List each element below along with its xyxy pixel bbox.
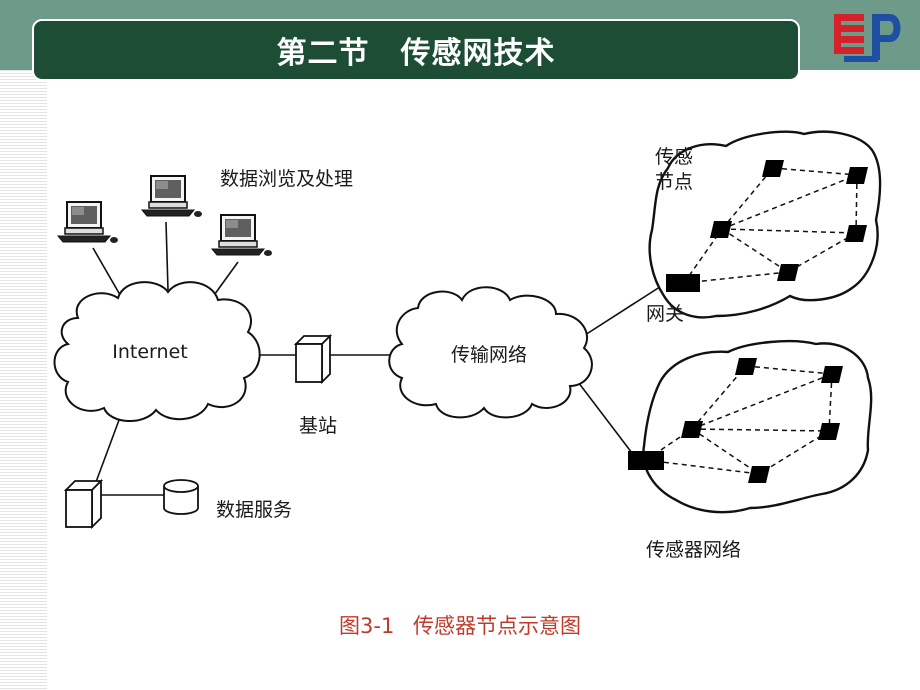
database-icon	[163, 479, 199, 515]
transport-network-cloud	[388, 286, 593, 419]
figure-number: 图3-1	[339, 614, 395, 638]
label-base-station: 基站	[299, 415, 337, 437]
sensor-field-upper	[648, 130, 882, 319]
internet-cloud	[53, 281, 261, 423]
sensor-field-lower	[642, 339, 873, 514]
sensor-nodes-lower	[681, 358, 843, 483]
server-icon	[63, 478, 104, 530]
label-sensor-network: 传感器网络	[646, 539, 741, 561]
label-data-browse: 数据浏览及处理	[220, 168, 353, 190]
sensor-node	[748, 466, 770, 483]
label-sensor-node-line1: 传感	[655, 146, 693, 168]
computer-icon	[57, 201, 119, 244]
slide-title: 第二节 传感网技术	[276, 36, 556, 71]
sensor-node	[777, 264, 799, 281]
label-sensor-node-line2: 节点	[655, 171, 693, 193]
sensor-node	[681, 421, 703, 438]
label-internet: Internet	[112, 341, 187, 363]
computer-icon	[211, 214, 273, 257]
gateway-node-lower	[628, 451, 664, 470]
sensor-node	[735, 358, 757, 375]
sensor-node	[710, 221, 732, 238]
left-stripe-decoration	[0, 70, 47, 690]
computer-icon	[141, 175, 203, 218]
label-gateway: 网关	[646, 303, 684, 325]
figure-caption: 图3-1 传感器节点示意图	[0, 610, 920, 640]
label-data-service: 数据服务	[216, 499, 292, 521]
publisher-logo-icon	[834, 14, 901, 62]
sensor-node	[818, 423, 840, 440]
label-transport-network: 传输网络	[451, 344, 527, 366]
gateway-node-upper	[666, 274, 700, 292]
sensor-node	[846, 167, 868, 184]
figure-caption-text: 传感器节点示意图	[413, 614, 581, 638]
sensor-node	[762, 160, 784, 177]
sensor-node	[845, 225, 867, 242]
sensor-node	[821, 366, 843, 383]
title-bar: 第二节 传感网技术	[32, 19, 800, 81]
sensor-nodes-upper	[710, 160, 868, 281]
base-station-icon	[293, 333, 333, 385]
